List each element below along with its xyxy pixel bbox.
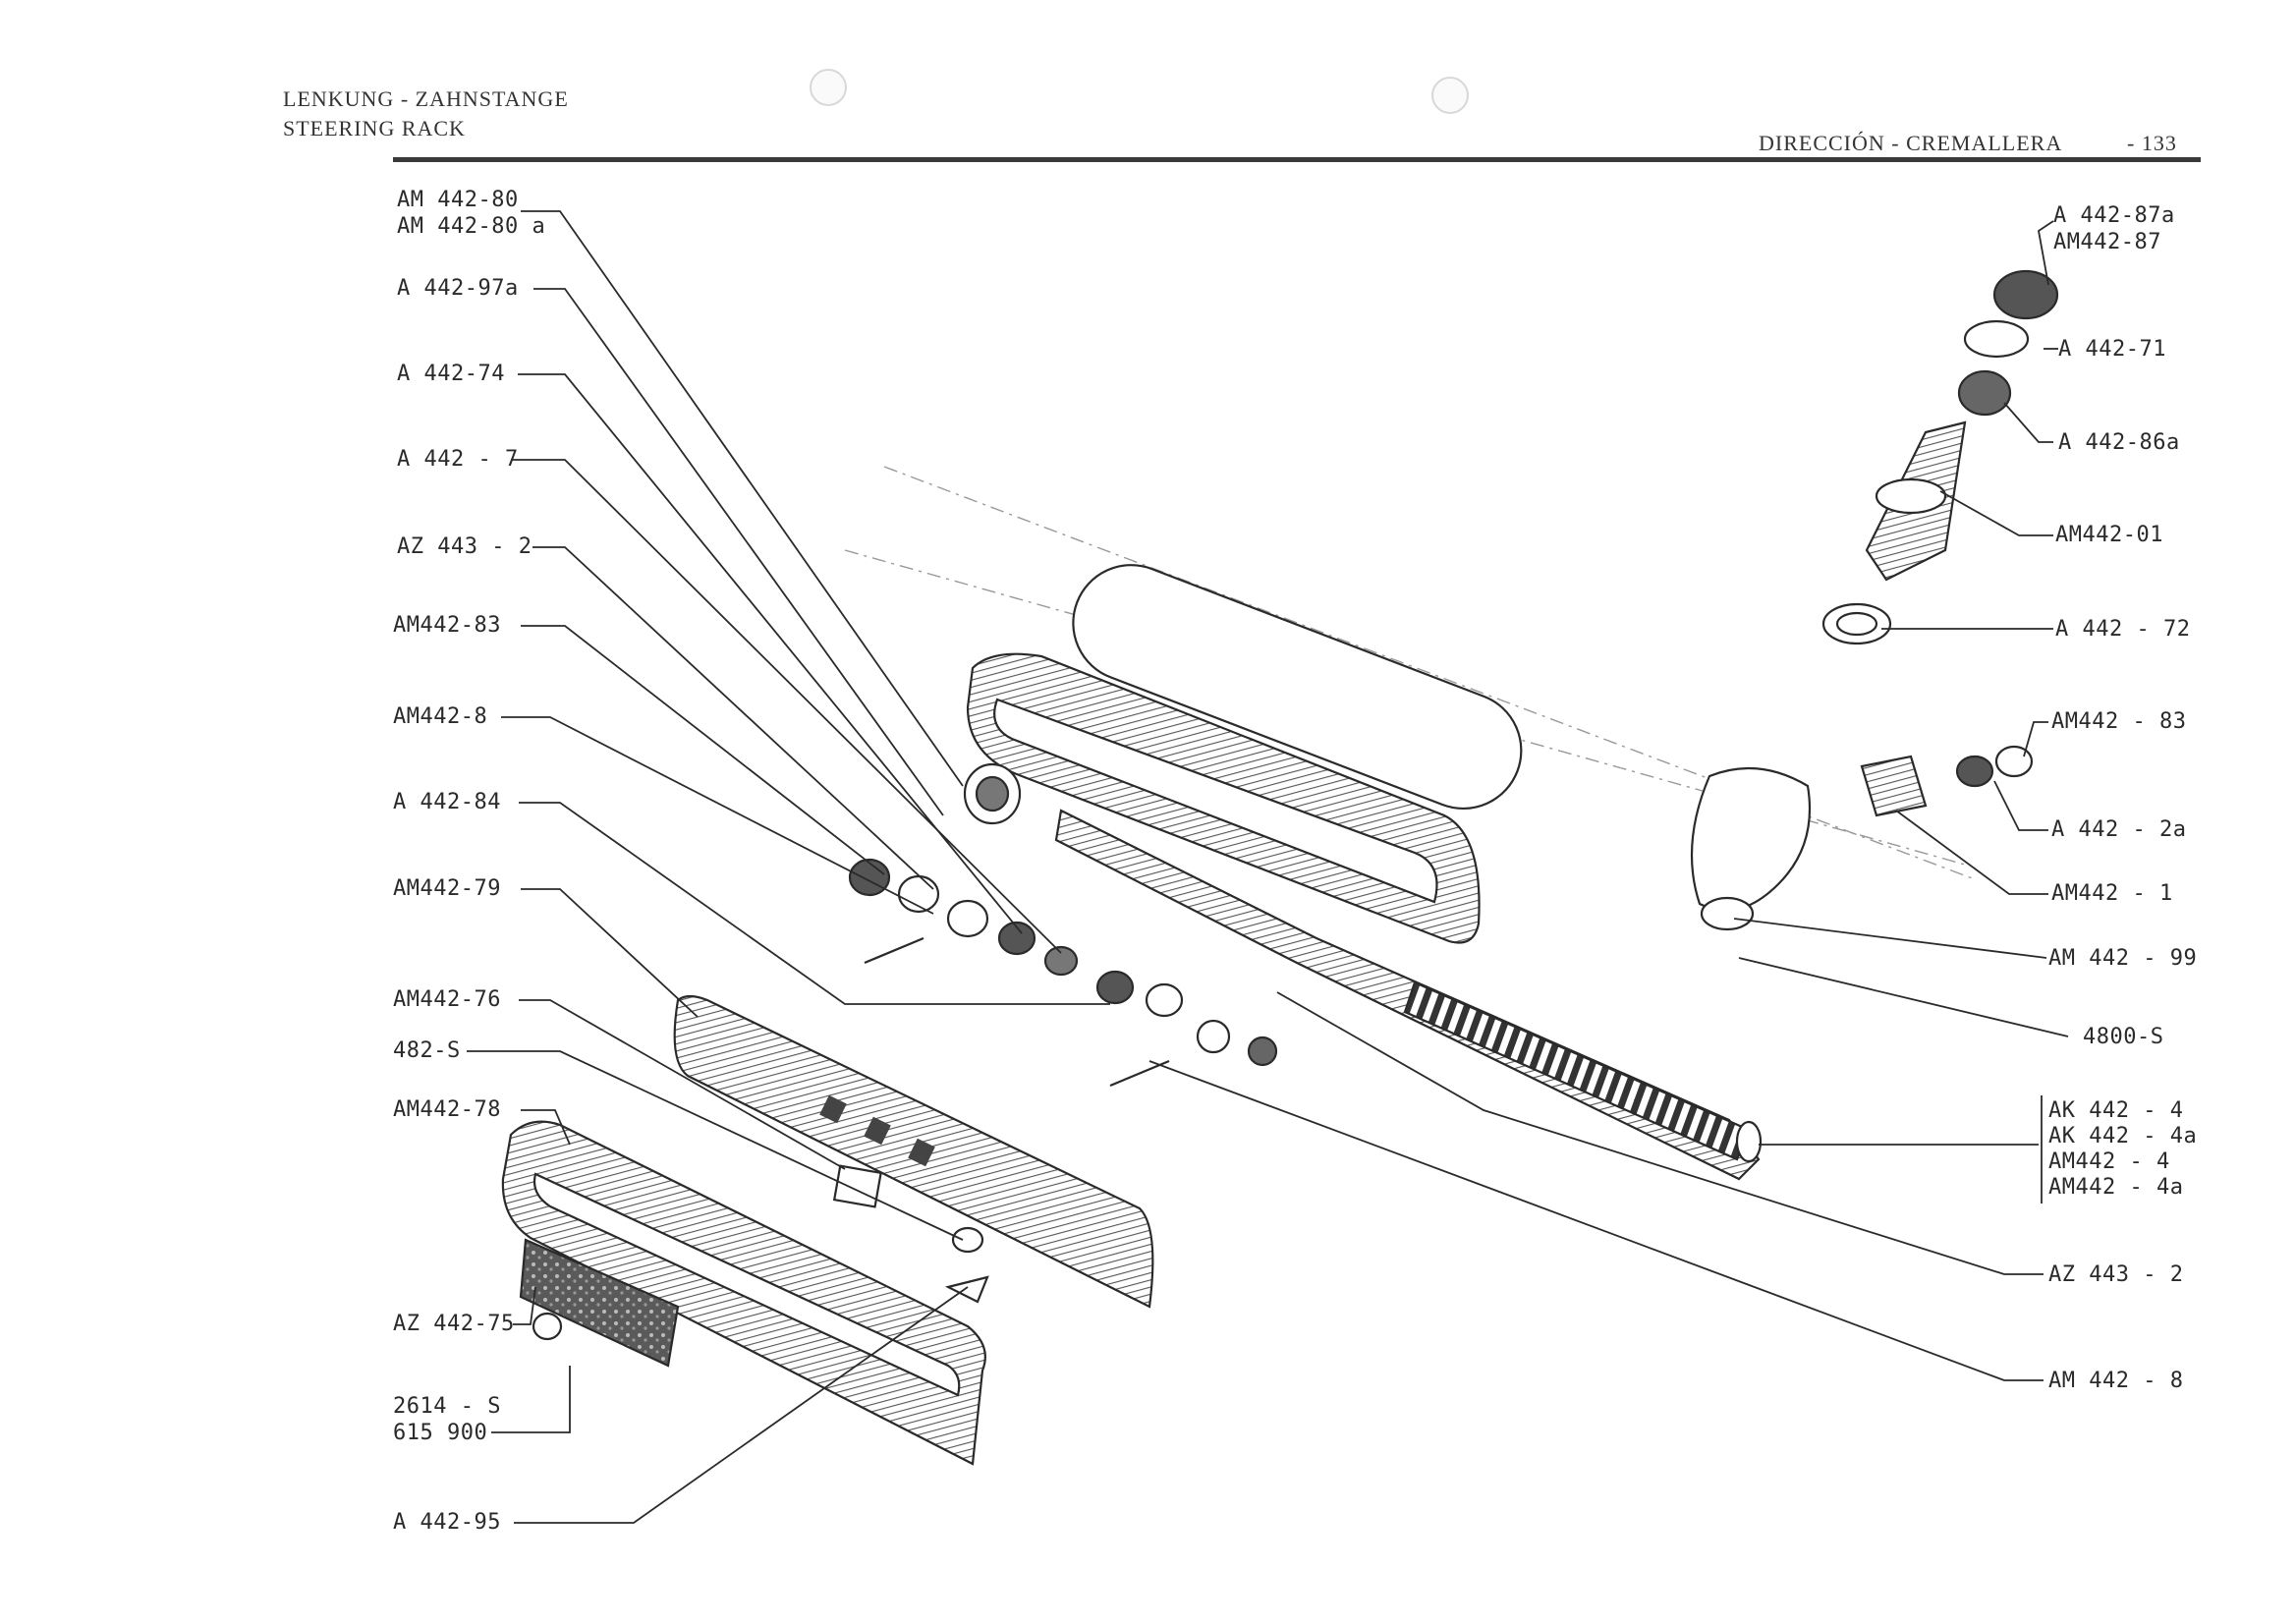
title-german: LENKUNG - ZAHNSTANGE — [283, 86, 569, 111]
bottom-housing-cover — [501, 1120, 986, 1466]
label-az443-2-right: AZ 443 - 2 — [2048, 1262, 2184, 1287]
title-english: STEERING RACK — [283, 116, 466, 140]
label-a442-97a: A 442-97a — [397, 276, 519, 301]
label-am442-76: AM442-76 — [393, 987, 501, 1012]
label-am442-83-left: AM442-83 — [393, 613, 501, 638]
label-am442-8-right: AM 442 - 8 — [2048, 1369, 2184, 1393]
felt-pad — [519, 1238, 680, 1368]
binder-hole-left — [810, 69, 847, 106]
pinion-assembly — [1821, 269, 2059, 645]
thrust-plunger-group — [1860, 745, 2034, 817]
label-a442-86a: A 442-86a — [2058, 430, 2180, 455]
label-am442-78: AM442-78 — [393, 1097, 501, 1122]
title-spanish: DIRECCIÓN - CREMALLERA — [1759, 131, 2063, 155]
label-am442-8-left: AM442-8 — [393, 704, 488, 729]
binder-hole-right — [1431, 77, 1469, 114]
header-rule — [393, 157, 2201, 162]
label-am442-99: AM 442 - 99 — [2048, 946, 2198, 971]
label-a442-2a: A 442 - 2a — [2051, 817, 2187, 842]
upper-housing-cover — [966, 652, 1481, 944]
page-number: - 133 — [2127, 131, 2177, 155]
label-a442-84: A 442-84 — [393, 790, 501, 814]
label-a442-7: A 442 - 7 — [397, 447, 519, 472]
label-a442-71: A 442-71 — [2058, 337, 2166, 362]
label-am442-83-right: AM442 - 83 — [2051, 709, 2187, 734]
rack-shaft — [1054, 809, 1763, 1181]
label-a442-95: A 442-95 — [393, 1510, 501, 1535]
label-az442-75: AZ 442-75 — [393, 1312, 515, 1336]
label-a442-72: A 442 - 72 — [2055, 617, 2191, 642]
boot-seal — [1072, 564, 1523, 811]
leader-lines-left — [467, 210, 1110, 1524]
label-am442-79: AM442-79 — [393, 876, 501, 901]
label-4800-s: 4800-S — [2083, 1025, 2164, 1049]
rack-boot — [1690, 766, 1812, 931]
label-am442-01: AM442-01 — [2055, 523, 2163, 547]
small-parts — [532, 762, 1278, 1341]
label-am442-1: AM442 - 1 — [2051, 881, 2173, 906]
label-482-s: 482-S — [393, 1038, 461, 1063]
label-az443-2-left: AZ 443 - 2 — [397, 534, 532, 559]
label-a442-74: A 442-74 — [397, 362, 505, 386]
leader-lines-right — [1148, 220, 2069, 1381]
lower-housing — [673, 994, 1154, 1309]
